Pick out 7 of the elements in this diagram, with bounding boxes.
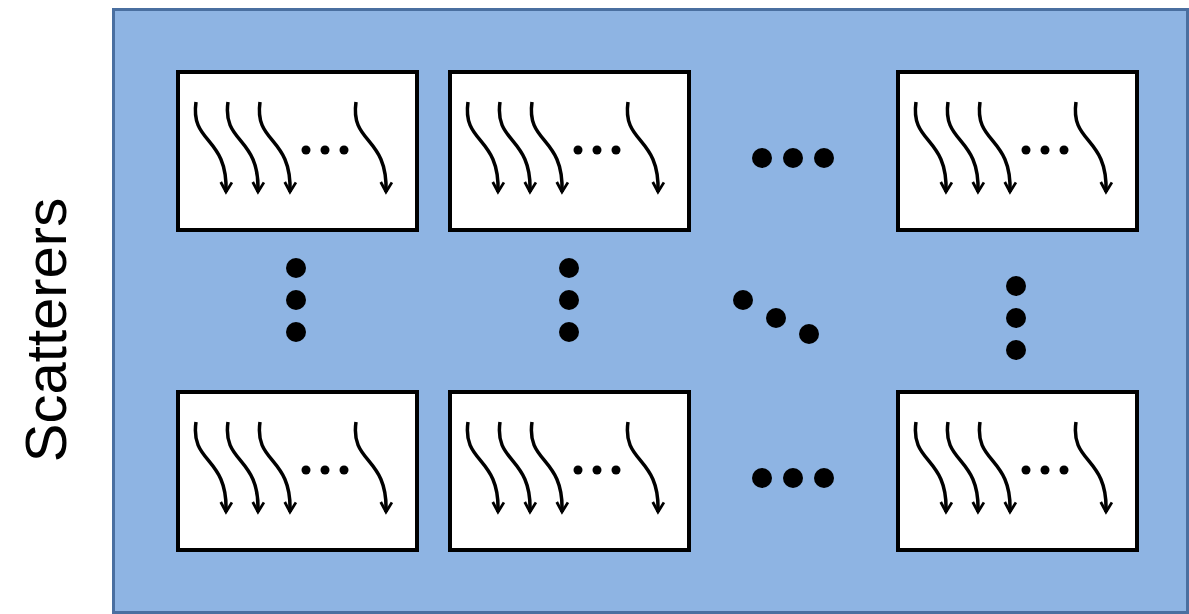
scatterer-box bbox=[448, 390, 691, 552]
scatterer-box bbox=[176, 390, 419, 552]
scatterer-box bbox=[896, 70, 1139, 232]
scatterer-box bbox=[896, 390, 1139, 552]
panel-title: Scatterers bbox=[13, 197, 79, 463]
scatterer-box bbox=[448, 70, 691, 232]
scatterer-box bbox=[176, 70, 419, 232]
